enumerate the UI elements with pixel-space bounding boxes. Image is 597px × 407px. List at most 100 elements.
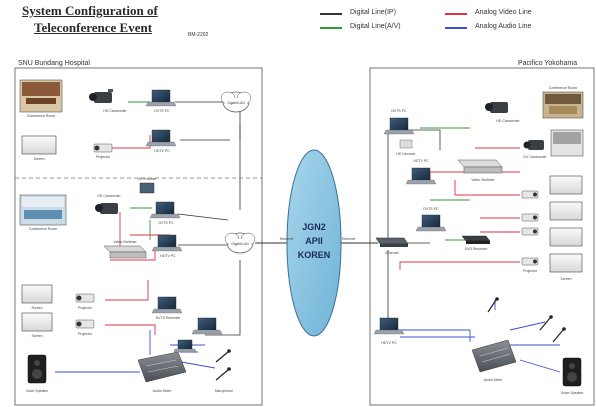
microphone-icon <box>539 315 553 331</box>
switch-label: Ethernet <box>385 251 398 255</box>
legend-swatch-digital-av <box>320 27 342 29</box>
audio-mixer-icon: Audio Mixer <box>471 339 517 382</box>
controller-icon: HD Decoder <box>396 139 416 156</box>
projector-icon: Projector <box>93 143 113 159</box>
speaker-label: Voice Speaker <box>26 389 49 393</box>
laptop-icon: HDTV PC <box>151 234 183 258</box>
camcorder-label: HD Camcorder <box>103 109 127 113</box>
laptop-icon: HDTV PC <box>373 317 405 345</box>
laptop-icon <box>173 339 197 353</box>
screen-icon <box>549 227 583 247</box>
speaker-label: Voice Speaker <box>561 391 584 395</box>
screen-label: Screen <box>31 334 42 338</box>
site-label-right: Pacifico Yokohama <box>518 60 578 67</box>
laptop-label: HDTV PC <box>413 159 429 163</box>
laptop-icon: DVTS PC <box>149 201 181 225</box>
camcorder-icon: HD Camcorder <box>89 89 128 113</box>
legend-analog-video: Analog Video Line <box>475 9 532 16</box>
site-label-left: SNU Bundang Hospital <box>18 60 90 67</box>
projector-icon: Projector <box>75 319 95 336</box>
projector-label: Projector <box>78 306 93 310</box>
screen-icon: Screen <box>21 135 57 161</box>
controller-label: HD Encoder <box>137 177 157 181</box>
switcher-label: Video Switcher <box>471 178 495 182</box>
microphone-icon <box>552 327 566 343</box>
dvd-recorder-icon: DVD Recorder <box>461 235 491 251</box>
cloud-icon: Gigabit LAN <box>220 91 252 113</box>
camcorder-label: DV Camcorder <box>523 155 547 159</box>
diagram-title-line1: System Configuration of <box>22 3 158 18</box>
cloud-icon: Gigabit LAN <box>224 232 256 254</box>
microphone-icon <box>487 297 499 313</box>
speaker-icon: Voice Speaker <box>26 354 49 393</box>
mixer-label: Audio Mixer <box>153 389 172 393</box>
link-label-right: Ethernet <box>342 237 355 241</box>
laptop-label: HDTV PC <box>160 254 176 258</box>
legend-swatch-digital-ip <box>320 13 342 15</box>
microphone-label: Microphone <box>215 389 233 393</box>
mixer-label: Audio Mixer <box>484 378 503 382</box>
projector-icon <box>521 190 539 199</box>
cloud-label: Gigabit LAN <box>231 242 249 246</box>
projector-icon: Projector <box>521 257 539 273</box>
core-network: JGN2 APII KOREN <box>286 149 342 337</box>
left-site-frame <box>14 67 263 406</box>
laptop-icon: DVTS PC <box>415 207 447 232</box>
screen-icon: Screen <box>21 312 53 338</box>
microphone-icon: Microphone <box>215 367 233 393</box>
projector-label: Projector <box>78 332 93 336</box>
screen-label: Screen <box>560 277 571 281</box>
laptop-label: HDTV PC <box>381 341 397 345</box>
core-network-label-2: APII <box>305 236 323 246</box>
core-network-label-3: KOREN <box>298 250 331 260</box>
core-network-label-1: JGN2 <box>302 222 326 232</box>
controller-label: HD Decoder <box>396 152 416 156</box>
laptop-label: HDTV PC <box>154 149 170 153</box>
screen-label: Screen <box>31 306 42 310</box>
laptop-icon: DVTS PC <box>383 109 415 135</box>
microphone-icon <box>215 349 231 363</box>
camcorder-icon: DV Camcorder <box>523 140 547 159</box>
screen-icon <box>549 175 583 195</box>
speaker-icon: Voice Speaker <box>561 357 584 395</box>
room-photo-label: Conference Room <box>549 86 577 90</box>
projector-icon: Projector <box>75 293 95 310</box>
legend-analog-audio: Analog Audio Line <box>475 23 532 30</box>
video-switcher-icon: Video Switcher <box>103 240 147 259</box>
screen-icon: Screen <box>549 253 583 281</box>
legend-swatch-analog-audio <box>445 27 467 29</box>
room-photo: Conference Room <box>19 194 67 231</box>
right-wiring <box>330 127 561 373</box>
controller-icon: HD Encoder <box>137 177 157 194</box>
switcher-label: Video Switcher <box>113 240 137 244</box>
laptop-label: DVTS PC <box>391 109 407 113</box>
laptop-label: DVTS PC <box>158 221 174 225</box>
projector-icon <box>521 213 539 222</box>
room-photo: Conference Room <box>19 79 63 118</box>
camcorder-label: HD Camcorder <box>496 119 520 123</box>
laptop-label: DVTS PC <box>423 207 439 211</box>
legend-digital-av: Digital Line(A/V) <box>350 23 401 30</box>
cloud-label: Gigabit LAN <box>227 101 245 105</box>
legend-swatch-analog-video <box>445 13 467 15</box>
legend-digital-ip: Digital Line(IP) <box>350 9 396 16</box>
diagram-ref-code: BM-2202 <box>188 32 209 38</box>
room-photo <box>550 129 584 157</box>
screen-label: Screen <box>33 157 44 161</box>
camcorder-icon: HD Camcorder <box>485 102 521 123</box>
laptop-icon: DVTS Recorder <box>151 296 183 320</box>
screen-icon: Screen <box>21 284 53 310</box>
screen-icon <box>549 201 583 221</box>
projector-label: Projector <box>96 155 111 159</box>
laptop-icon: HDTV PC <box>145 129 177 153</box>
laptop-label: DVTS Recorder <box>156 316 182 320</box>
diagram-title-line2: Teleconference Event <box>34 20 153 35</box>
laptop-icon <box>191 317 223 335</box>
projector-icon <box>521 227 539 236</box>
room-photo-label: Conference Room <box>27 114 55 118</box>
camcorder-icon: HD Camcorder <box>95 194 122 214</box>
audio-mixer-icon: Audio Mixer <box>137 351 187 393</box>
right-site-frame <box>369 67 595 406</box>
projector-label: Projector <box>523 269 538 273</box>
